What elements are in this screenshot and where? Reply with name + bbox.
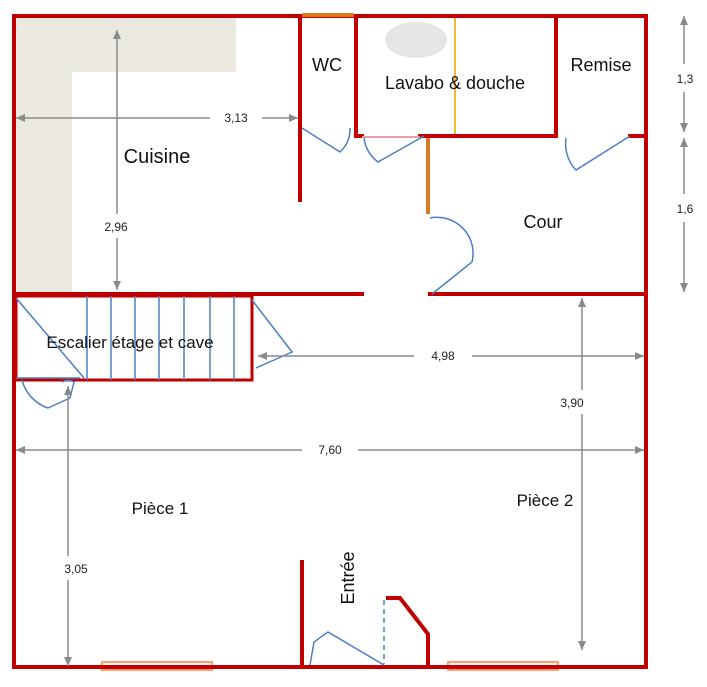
label-lavabo-douche: Lavabo & douche xyxy=(385,73,525,93)
label-escalier: Escalier étage et cave xyxy=(46,333,213,352)
label-piece1: Pièce 1 xyxy=(132,499,189,518)
dim-cour-height: 1,6 xyxy=(677,202,694,216)
walls xyxy=(12,14,648,669)
label-remise: Remise xyxy=(570,55,631,75)
label-wc: WC xyxy=(312,55,342,75)
dimension-lines xyxy=(16,15,688,666)
kitchen-counter xyxy=(16,18,236,292)
dim-remise-height: 1,3 xyxy=(677,72,694,86)
dim-piece1-depth: 3,05 xyxy=(64,562,88,576)
dim-cuisine-depth: 2,96 xyxy=(104,220,128,234)
dim-cuisine-width: 3,13 xyxy=(224,111,248,125)
dim-piece2-depth: 3,90 xyxy=(560,396,584,410)
label-cuisine: Cuisine xyxy=(124,146,191,168)
dim-total-width: 7,60 xyxy=(318,443,342,457)
doors xyxy=(21,127,631,666)
label-entree: Entrée xyxy=(338,551,358,604)
shower-basin xyxy=(385,22,447,58)
label-cour: Cour xyxy=(523,212,562,232)
dim-upper-width: 4,98 xyxy=(431,349,455,363)
label-piece2: Pièce 2 xyxy=(517,491,574,510)
